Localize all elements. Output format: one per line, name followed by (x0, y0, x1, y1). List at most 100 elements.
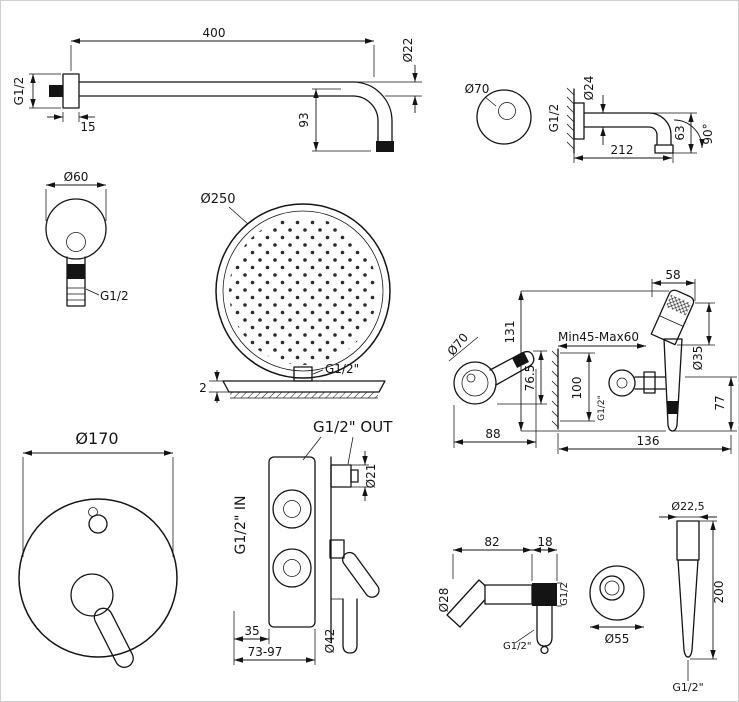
head-outer-rim (215, 203, 391, 379)
spray-face-hatch (230, 392, 378, 398)
angle-arc (673, 119, 705, 149)
wall-anchor (49, 85, 63, 97)
spout-length-label: 212 (611, 143, 634, 157)
extension-lines (45, 189, 107, 221)
wall-hatching (566, 87, 575, 150)
arm-length-label: 400 (203, 26, 226, 40)
bracket-escutcheon-center (616, 377, 628, 389)
valve-port-top (272, 489, 312, 529)
figure-wall-elbow: Ø60 G1/2 (45, 170, 129, 307)
spout-diameter-label: Ø24 (582, 76, 596, 101)
elbow-thread-label: G1/2 (100, 289, 129, 303)
figure-hand-shower-set: 58 131 Ø70 76.5 88 Min45-Max60 100 G1/2"… (445, 268, 737, 454)
head-thickness-label: 2 (199, 381, 207, 395)
bidet-wall-range-label: Min45-Max60 (558, 330, 639, 344)
docked-sprayer-head (650, 289, 695, 346)
valve-top-fitting (330, 464, 352, 488)
docked-sprayer-handle (663, 338, 683, 432)
leader-line (228, 206, 249, 225)
bidet-head-diameter-label: Ø70 (445, 330, 472, 358)
bidet-head-length-label: 88 (485, 427, 500, 441)
spout-flange-side (573, 102, 585, 140)
sprayer-head-front (453, 361, 497, 405)
bidet-handle-diameter-label: Ø35 (691, 346, 705, 371)
elbow-diameter-label: Ø60 (64, 170, 89, 184)
valve-inlet-label: G1/2" IN (233, 496, 249, 555)
arm-diameter-label: Ø22 (401, 38, 415, 63)
figure-wall-spout: Ø70 G1/2 Ø24 63 212 90° (465, 76, 715, 163)
outlet-thread-label: G1/2" (503, 641, 531, 652)
arm-thread-label: G1/2 (12, 77, 26, 106)
outlet-drop-tube (536, 605, 553, 647)
holder-diameter-label: Ø55 (605, 632, 630, 646)
spout-outlet-front (498, 102, 516, 120)
bracket-nut (643, 371, 656, 394)
elbow-flange (45, 198, 107, 260)
sprayer-head-detail (466, 373, 476, 383)
bidet-bracket-height-label: 100 (570, 377, 584, 400)
head-connector (293, 366, 313, 382)
trim-diameter-label: Ø170 (75, 429, 118, 448)
extension-lines (573, 112, 697, 163)
figure-shower-arm: 400 Ø22 G1/2 15 93 (12, 26, 422, 152)
handshower-handle (677, 559, 699, 658)
sprayer-head-ring (461, 369, 489, 397)
head-thread-label: G1/2" (325, 362, 359, 376)
docked-head-outline (650, 289, 695, 346)
diverter-knob (88, 514, 108, 534)
bidet-spray-height-label: 77 (713, 395, 727, 410)
bidet-height-label: 131 (503, 321, 517, 344)
sprayer-handle (489, 350, 535, 386)
valve-depth-label: 35 (244, 624, 259, 638)
bidet-head-height-label: 76.5 (523, 365, 537, 392)
figure-wall-outlet-holder: 82 18 Ø28 G1/2" G1/2 Ø55 (437, 535, 645, 655)
outlet-connector (532, 583, 557, 606)
handshower-diameter-label: Ø22,5 (671, 500, 704, 513)
handshower-thread-label: G1/2" (672, 681, 703, 694)
valve-lever (341, 551, 380, 598)
bidet-thread-label: G1/2" (597, 395, 607, 421)
spout-drop-label: 63 (673, 125, 687, 140)
arm-aerator (376, 141, 394, 152)
figure-hand-shower: Ø22,5 200 G1/2" (659, 500, 726, 694)
spout-aerator (654, 144, 674, 154)
elbow-grip (67, 264, 85, 279)
valve-port-bottom (272, 548, 312, 588)
bidet-width-label: 136 (637, 434, 660, 448)
extension-lines (677, 516, 717, 681)
figure-mixer-valve: G1/2" OUT G1/2" IN Ø21 35 73-97 Ø42 (233, 418, 393, 665)
holder-socket-inner (604, 580, 620, 596)
arm-wall-flange (62, 73, 80, 109)
extension-lines (452, 554, 562, 607)
arm-tube-outline (78, 81, 393, 142)
docked-head-knurl (665, 294, 692, 316)
head-nozzle-field (229, 217, 377, 365)
spout-thread-label: G1/2 (547, 104, 561, 133)
outlet-offset-label: 18 (537, 535, 552, 549)
figure-shower-head: Ø250 2 G1/2" (199, 192, 391, 403)
valve-top-cap (350, 469, 359, 483)
trim-plate (18, 498, 178, 658)
lever-handle (93, 607, 134, 668)
thread-lines (67, 287, 85, 301)
bracket-escutcheon (608, 369, 636, 397)
valve-port-top-thread (283, 500, 301, 518)
elbow-outlet (66, 232, 86, 252)
docked-head-line (659, 315, 684, 327)
valve-outlet-label: G1/2" OUT (313, 418, 393, 436)
bracket-arm (634, 376, 666, 390)
spout-tube-outline (583, 112, 672, 146)
spout-angle-label: 90° (701, 123, 715, 144)
outlet-tube-nub (540, 645, 549, 655)
diverter-pin (88, 507, 98, 517)
handshower-length-label: 200 (712, 581, 726, 604)
lever-base (70, 573, 114, 617)
bidet-head-width-label: 58 (665, 268, 680, 282)
outlet-diameter-label: Ø28 (437, 588, 451, 613)
outlet-thread2-label: G1/2 (559, 582, 570, 606)
valve-lever-pivot (329, 539, 345, 559)
head-diameter-label: Ø250 (200, 192, 235, 207)
handshower-knurl-grip (676, 520, 700, 561)
